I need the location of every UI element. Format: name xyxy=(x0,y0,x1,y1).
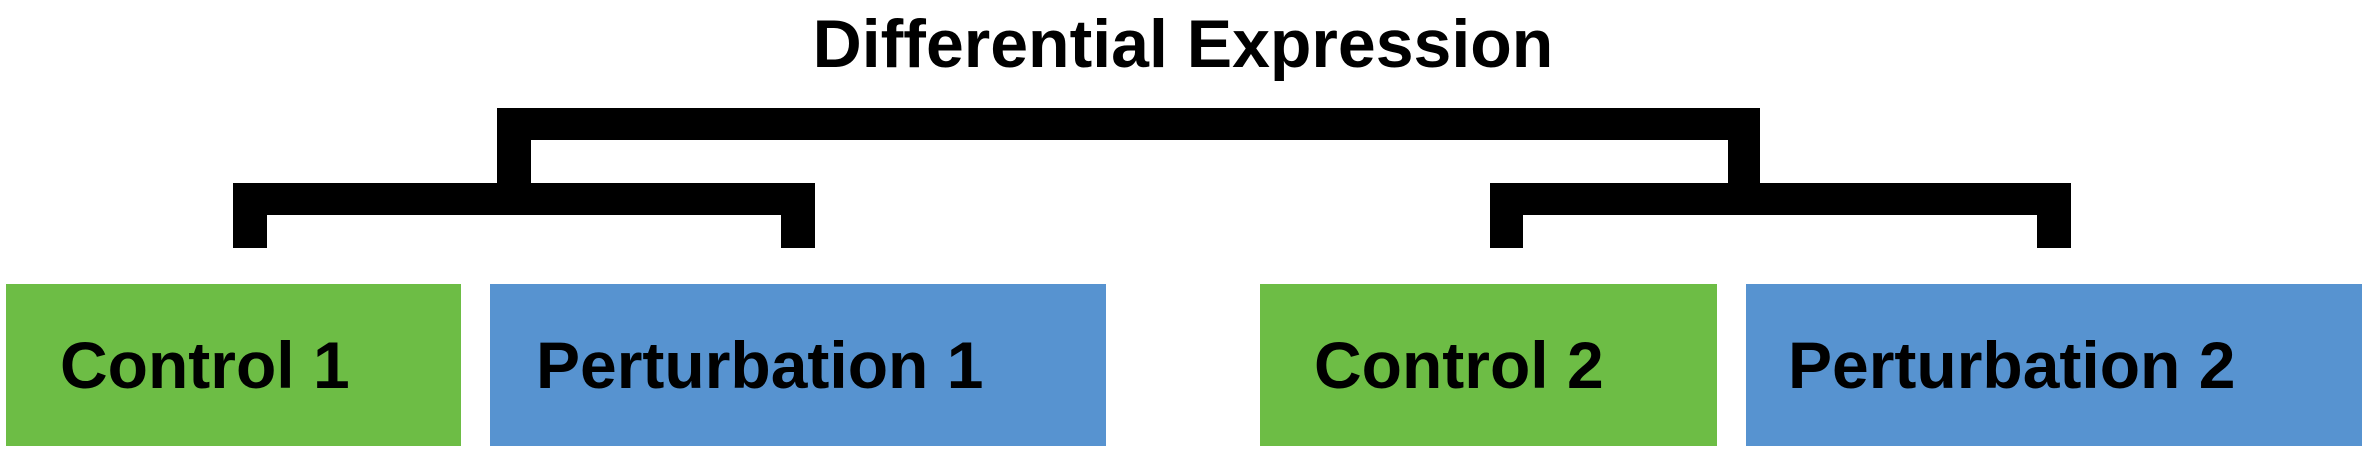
top-bracket xyxy=(497,108,1760,183)
perturbation-1-box: Perturbation 1 xyxy=(490,284,1106,446)
right-pair-bracket xyxy=(1490,183,2071,248)
control-1-label: Control 1 xyxy=(60,328,350,402)
control-2-label: Control 2 xyxy=(1314,328,1604,402)
perturbation-2-box: Perturbation 2 xyxy=(1746,284,2362,446)
control-2-box: Control 2 xyxy=(1260,284,1717,446)
perturbation-1-label: Perturbation 1 xyxy=(536,328,984,402)
perturbation-2-label: Perturbation 2 xyxy=(1788,328,2236,402)
diagram-title: Differential Expression xyxy=(812,6,1554,82)
left-pair-bracket xyxy=(233,183,815,248)
control-1-box: Control 1 xyxy=(6,284,461,446)
